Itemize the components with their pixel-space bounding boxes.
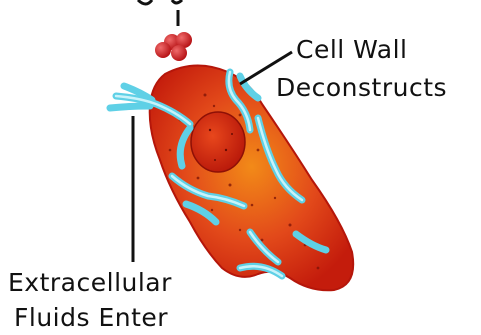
nucleus [191,112,245,172]
particle [171,45,187,61]
cell-wall-label-line2: Deconstructs [276,73,447,103]
top-cropped-glyph [138,0,182,4]
particle-cluster [155,32,192,61]
cell-wall-label-line1: Cell Wall [296,35,408,65]
particle [155,42,171,58]
fluids-label-line2: Fluids Enter [14,303,168,333]
fluids-label-line1: Extracellular [8,268,172,298]
